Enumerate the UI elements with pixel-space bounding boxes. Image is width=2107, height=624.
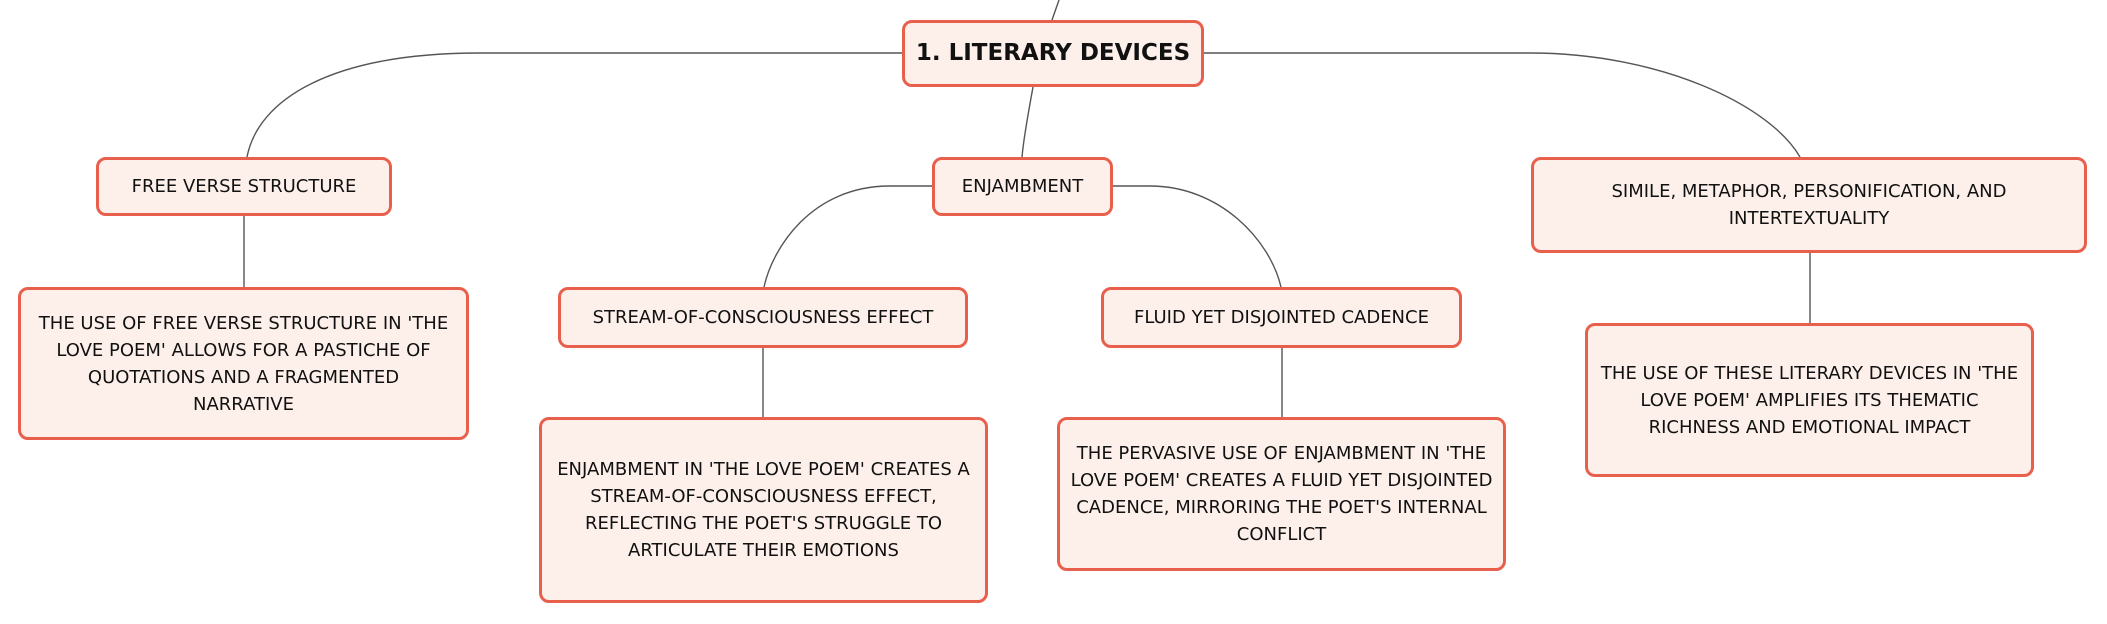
connector-enjambment-stream — [763, 185, 932, 288]
connector-root-simile — [1204, 52, 1801, 158]
cadence-node[interactable]: FLUID YET DISJOINTED CADENCE — [1101, 287, 1462, 348]
enjambment-node[interactable]: ENJAMBMENT — [932, 157, 1113, 216]
connector-root-free-verse — [246, 52, 902, 158]
stream-detail-text: ENJAMBMENT IN 'THE LOVE POEM' CREATES A … — [557, 459, 970, 561]
free-verse-label: FREE VERSE STRUCTURE — [131, 176, 357, 197]
stream-node[interactable]: STREAM-OF-CONSCIOUSNESS EFFECT — [558, 287, 968, 348]
simile-detail-node[interactable]: THE USE OF THESE LITERARY DEVICES IN 'TH… — [1585, 323, 2034, 477]
stream-detail-node[interactable]: ENJAMBMENT IN 'THE LOVE POEM' CREATES A … — [539, 417, 988, 603]
free-verse-detail-text: THE USE OF FREE VERSE STRUCTURE IN 'THE … — [38, 312, 449, 415]
connector-enjambment-cadence — [1113, 185, 1282, 288]
simile-detail-text: THE USE OF THESE LITERARY DEVICES IN 'TH… — [1600, 362, 2019, 438]
free-verse-detail-node[interactable]: THE USE OF FREE VERSE STRUCTURE IN 'THE … — [18, 287, 469, 440]
stream-label: STREAM-OF-CONSCIOUSNESS EFFECT — [592, 307, 934, 328]
cadence-detail-text: THE PERVASIVE USE OF ENJAMBMENT IN 'THE … — [1070, 443, 1493, 545]
simile-node[interactable]: SIMILE, METAPHOR, PERSONIFICATION, AND I… — [1531, 157, 2087, 253]
cadence-detail-node[interactable]: THE PERVASIVE USE OF ENJAMBMENT IN 'THE … — [1057, 417, 1506, 571]
connector-root-enjambment — [1021, 86, 1034, 158]
root-node[interactable]: 1. LITERARY DEVICES — [902, 20, 1204, 87]
free-verse-node[interactable]: FREE VERSE STRUCTURE — [96, 157, 392, 216]
root-node-label: 1. LITERARY DEVICES — [915, 40, 1191, 66]
cadence-label: FLUID YET DISJOINTED CADENCE — [1134, 307, 1429, 328]
simile-label: SIMILE, METAPHOR, PERSONIFICATION, AND I… — [1611, 181, 2007, 229]
connector-root-incoming — [1051, 0, 1060, 21]
enjambment-label: ENJAMBMENT — [961, 176, 1084, 197]
